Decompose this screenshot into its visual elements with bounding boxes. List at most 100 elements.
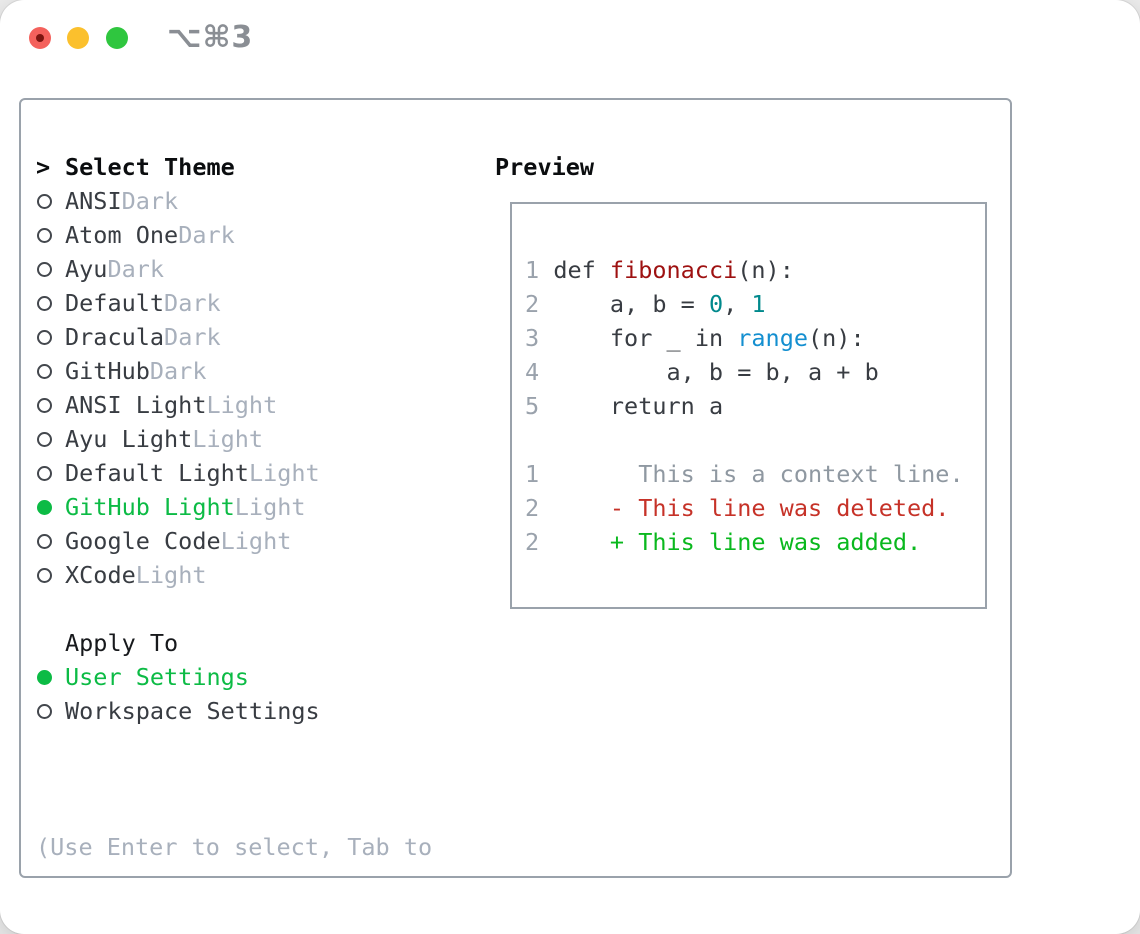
apply-option[interactable]: Workspace Settings xyxy=(36,694,432,728)
code-token-pl: a, b = b, a + b xyxy=(539,358,879,386)
code-token-ctx: This is a context line. xyxy=(539,460,964,488)
option-label: Ayu Light xyxy=(65,425,193,453)
option-label: Workspace Settings xyxy=(65,697,320,725)
radio-icon xyxy=(36,329,65,345)
code-token-pl: (n): xyxy=(808,324,865,352)
radio-icon xyxy=(36,193,65,209)
code-token-pl xyxy=(539,392,610,420)
radio-icon xyxy=(36,261,65,277)
option-variant-label: Light xyxy=(234,493,306,521)
select-theme-header: > Select Theme xyxy=(36,150,432,184)
code-token-ln: 3 xyxy=(525,324,540,352)
radio-icon xyxy=(36,431,65,447)
theme-option[interactable]: Ayu Dark xyxy=(36,252,432,286)
code-token-kw: for xyxy=(609,324,653,352)
code-token-ln: 1 xyxy=(525,256,540,284)
minimize-button[interactable] xyxy=(67,27,89,49)
code-token-kw: in xyxy=(694,324,724,352)
option-label: Google Code xyxy=(65,527,221,555)
code-token-pl xyxy=(723,324,737,352)
code-token-pl xyxy=(539,324,610,352)
code-token-num: 1 xyxy=(751,290,766,318)
theme-option[interactable]: ANSI Light Light xyxy=(36,388,432,422)
close-button[interactable] xyxy=(29,27,51,49)
radio-icon xyxy=(36,703,65,719)
code-token-pl: , xyxy=(723,290,752,318)
hint-line: (Use Enter to select, Tab to xyxy=(36,833,433,861)
code-preview: 1 def fibonacci(n): 2 a, b = 0, 1 3 for … xyxy=(512,204,985,559)
option-variant-label: Dark xyxy=(178,221,235,249)
theme-option[interactable]: XCode Light xyxy=(36,558,432,592)
option-label: XCode xyxy=(65,561,136,589)
code-token-pl xyxy=(539,256,553,284)
prompt-icon: > xyxy=(36,153,51,181)
code-token-pl: a, b = xyxy=(539,290,709,318)
code-token-pl: a xyxy=(694,392,724,420)
code-token-pl: _ xyxy=(652,324,695,352)
theme-option[interactable]: Dracula Dark xyxy=(36,320,432,354)
code-token-ln: 2 xyxy=(525,528,540,556)
code-token-ln: 1 xyxy=(525,460,540,488)
option-label: Dracula xyxy=(65,323,165,351)
radio-selected-icon xyxy=(36,499,65,515)
preview-box: 1 def fibonacci(n): 2 a, b = 0, 1 3 for … xyxy=(510,202,987,609)
code-token-pl xyxy=(596,256,610,284)
option-variant-label: Dark xyxy=(121,187,179,215)
theme-option[interactable]: Default Dark xyxy=(36,286,432,320)
keyboard-hint: (Use Enter to select, Tab to change focu… xyxy=(36,762,432,934)
code-token-ln: 4 xyxy=(525,358,540,386)
spacer xyxy=(36,592,432,626)
option-variant-label: Dark xyxy=(164,289,221,317)
radio-icon xyxy=(36,465,65,481)
zoom-button[interactable] xyxy=(106,27,128,49)
option-label: GitHub Light xyxy=(65,493,235,521)
theme-option[interactable]: Default Light Light xyxy=(36,456,432,490)
option-variant-label: Dark xyxy=(164,323,221,351)
window-shortcut-label: ⌥⌘3 xyxy=(167,20,254,55)
code-token-fn: fibonacci xyxy=(609,256,738,284)
radio-icon xyxy=(36,227,65,243)
radio-icon xyxy=(36,397,65,413)
theme-option[interactable]: Ayu Light Light xyxy=(36,422,432,456)
spacer xyxy=(36,728,432,762)
option-label: Default xyxy=(65,289,165,317)
code-token-kw: return xyxy=(609,392,695,420)
apply-to-header: Apply To xyxy=(36,626,432,660)
code-token-ln: 2 xyxy=(525,494,540,522)
radio-icon xyxy=(36,567,65,583)
option-variant-label: Light xyxy=(220,527,292,555)
code-token-num: 0 xyxy=(708,290,724,318)
code-token-kw: def xyxy=(553,256,596,284)
code-token-ln: 5 xyxy=(525,392,540,420)
theme-option[interactable]: ANSI Dark xyxy=(36,184,432,218)
option-variant-label: Dark xyxy=(107,255,165,283)
option-label: Ayu xyxy=(65,255,108,283)
theme-option[interactable]: GitHub Light Light xyxy=(36,490,432,524)
radio-selected-icon xyxy=(36,669,65,685)
option-variant-label: Dark xyxy=(149,357,207,385)
titlebar: ⌥⌘3 xyxy=(0,0,1140,76)
option-variant-label: Light xyxy=(135,561,207,589)
option-label: User Settings xyxy=(65,663,249,691)
code-token-add: + This line was added. xyxy=(539,528,922,556)
theme-option[interactable]: Google Code Light xyxy=(36,524,432,558)
option-label: Default Light xyxy=(65,459,249,487)
preview-title: Preview xyxy=(495,153,595,181)
option-label: GitHub xyxy=(65,357,150,385)
radio-icon xyxy=(36,363,65,379)
option-variant-label: Light xyxy=(248,459,320,487)
code-token-ln: 2 xyxy=(525,290,540,318)
code-token-bi: range xyxy=(737,324,809,352)
option-label: Atom One xyxy=(65,221,179,249)
theme-option[interactable]: Atom One Dark xyxy=(36,218,432,252)
option-label: ANSI Light xyxy=(65,391,207,419)
apply-option[interactable]: User Settings xyxy=(36,660,432,694)
theme-option[interactable]: GitHub Dark xyxy=(36,354,432,388)
code-token-del: - This line was deleted. xyxy=(539,494,950,522)
select-theme-title: Select Theme xyxy=(65,153,235,181)
